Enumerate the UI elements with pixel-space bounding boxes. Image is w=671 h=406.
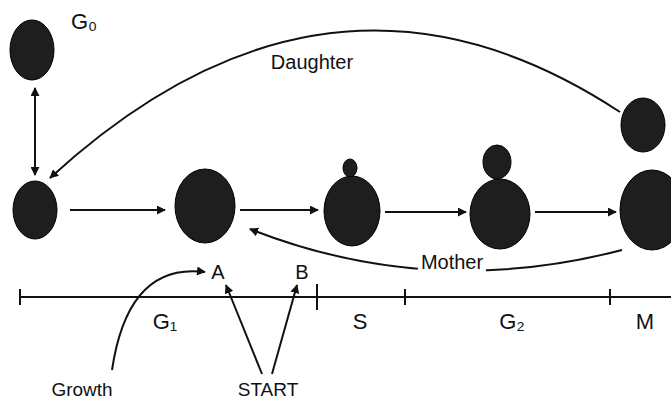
timeline-tick <box>19 289 21 305</box>
point-label: B <box>295 261 308 283</box>
timeline-tick <box>316 284 318 310</box>
phase-label: M <box>636 310 654 334</box>
note-label: Growth <box>51 380 112 401</box>
mother-cell <box>620 170 671 250</box>
yeast-cell <box>175 169 235 243</box>
phase-label: G₂ <box>499 310 525 334</box>
cycle-arrow <box>535 211 616 213</box>
arrow-label: Mother <box>418 251 486 273</box>
point-label: A <box>211 261 224 283</box>
g0-exchange-arrow <box>34 88 36 175</box>
yeast-bud <box>483 145 511 179</box>
timeline <box>20 296 671 298</box>
yeast-cell <box>470 179 530 249</box>
yeast-cell <box>13 181 57 239</box>
timeline-tick <box>404 289 406 305</box>
daughter-cell <box>621 98 665 152</box>
start-arrow <box>272 285 297 374</box>
yeast-cell <box>324 176 380 246</box>
daughter-arrow <box>50 31 620 178</box>
cycle-arrow <box>240 209 318 211</box>
yeast-bud <box>343 159 357 177</box>
phase-label: G₁ <box>153 310 178 334</box>
phase-label: G₀ <box>71 10 97 34</box>
cycle-arrow <box>70 209 165 211</box>
phase-label: S <box>353 310 368 334</box>
growth-arrow <box>112 271 205 370</box>
arrow-label: Daughter <box>271 51 353 73</box>
timeline-tick <box>609 289 611 305</box>
start-arrow <box>226 285 262 374</box>
cycle-arrow <box>385 211 466 213</box>
note-label: START <box>238 380 299 401</box>
yeast-cell <box>10 20 54 80</box>
